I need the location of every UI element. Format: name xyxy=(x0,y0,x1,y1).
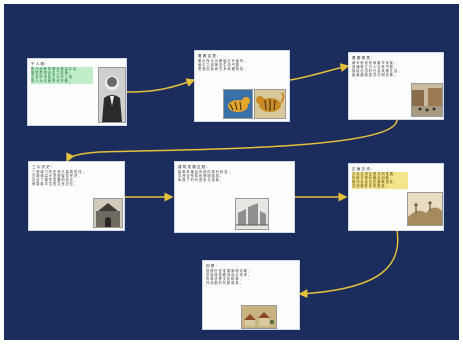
node-card-3[interactable]: 看 看 哪 里 : 城 市 街 景 热 闹 繁 华 景 象 ， 商 铺 林 立 … xyxy=(348,52,444,120)
node-title-3: 看 看 哪 里 : xyxy=(352,56,373,60)
city-gate-photo xyxy=(93,198,123,228)
edge-n1-n2 xyxy=(126,78,196,93)
node-line-6-4: 共 创 美 好 未 来 愿 景 。 xyxy=(352,184,408,189)
node-title-7: 回 顾 : xyxy=(206,264,217,268)
node-line-6-1: 文 化 交 流 互 鉴 共 同 发 展 ， xyxy=(352,172,408,177)
landscape-painting xyxy=(407,192,443,226)
node-line-7-4: 开 创 新 时 代 新 篇 章 。 xyxy=(206,281,243,286)
node-line-4-2: 古 城 墙 高 大 坚 固 保 存 完 好 ， xyxy=(32,174,82,179)
arrow-layer xyxy=(66,63,399,299)
node-line-4-1: 三 座 城 门 历 史 悠 久 建 筑 宏 伟 ， xyxy=(32,170,86,175)
tiger-painting-right xyxy=(254,89,286,119)
node-line-1-3: 主 张 学 术 独 立 大 学 之 道 xyxy=(31,75,93,80)
node-card-1[interactable]: 千 人 物 : 蔡 元 培 教 育 理 念 兼 容 并 包 ， 倡 导 思 想 … xyxy=(27,58,127,126)
village-painting xyxy=(241,305,277,329)
node-card-4[interactable]: 三 片 历 史 : 三 座 城 门 历 史 悠 久 建 筑 宏 伟 ， 古 城 … xyxy=(28,161,125,231)
node-line-5-2: 中 西 合 璧 特 色 鲜 明 独 特 ， xyxy=(178,174,224,179)
node-title-2: 看 看 这 里 : xyxy=(198,54,219,58)
node-line-5-3: 体 现 了 时 代 进 步 与 创 新 ， xyxy=(178,178,224,183)
concept-map-canvas: 千 人 物 : 蔡 元 培 教 育 理 念 兼 容 并 包 ， 倡 导 思 想 … xyxy=(4,4,459,340)
node-card-6[interactable]: 正 面 交 流 : 文 化 交 流 互 鉴 共 同 发 展 ， 传 统 与 现 … xyxy=(348,163,444,231)
node-line-3-3: 描 绘 出 当 时 社 会 风 貌 生 活 ， xyxy=(352,69,402,74)
node-line-7-2: 总 结 经 验 教 训 启 示 未 来 ， xyxy=(206,273,252,278)
street-scene-photo xyxy=(411,83,443,117)
building-sketch xyxy=(235,198,269,230)
node-line-3-4: 画 面 细 致 层 次 分 明 清 晰 。 xyxy=(352,73,398,78)
node-title-1: 千 人 物 : xyxy=(31,62,47,66)
node-line-1-4: 育 人 为 本 美 育 代 宗 教 。 xyxy=(31,79,93,84)
node-title-5: 建 筑 发 展 过 程 : xyxy=(178,165,208,169)
edge-n6-n7 xyxy=(298,229,399,299)
node-card-7[interactable]: 回 顾 : 回 顾 历 史 发 展 脉 络 清 晰 ， 总 结 经 验 教 训 … xyxy=(202,260,300,330)
node-line-3-2: 商 铺 林 立 行 人 往 来 不 断 ， xyxy=(352,65,398,70)
node-line-2-3: 表 现 出 民 间 艺 术 风 格 特 色 ， xyxy=(198,67,248,72)
node-line-4-3: 见 证 了 城 市 发 展 的 变 迁 ， xyxy=(32,178,78,183)
node-line-4-4: 承 载 着 丰 富 的 文 化 记 忆 。 xyxy=(32,182,78,187)
edge-n2-n3 xyxy=(289,63,350,81)
node-card-2[interactable]: 看 看 这 里 : 图 片 所 示 为 两 幅 古 代 画 作 ， 画 中 之 … xyxy=(194,50,290,122)
tiger-painting-left xyxy=(223,89,253,119)
edge-n3-n4 xyxy=(66,118,398,163)
node-line-6-3: 推 动 社 会 文 化 繁 荣 进 步 ， xyxy=(352,180,408,185)
node-line-2-1: 图 片 所 示 为 两 幅 古 代 画 作 ， xyxy=(198,59,248,64)
node-line-7-1: 回 顾 历 史 发 展 脉 络 清 晰 ， xyxy=(206,269,252,274)
node-line-6-2: 传 统 与 现 代 融 合 创 新 ， xyxy=(352,176,408,181)
portrait-photo xyxy=(98,67,126,123)
node-line-7-3: 传 承 优 秀 文 化 精 神 ， xyxy=(206,277,243,282)
node-title-6: 正 面 交 流 : xyxy=(352,167,373,171)
node-title-4: 三 片 历 史 : xyxy=(32,165,53,169)
node-line-1-2: 倡 导 思 想 自 由 之 精 神 ， xyxy=(31,71,93,76)
node-card-5[interactable]: 建 筑 发 展 过 程 : 建 筑 风 格 由 传 统 向 现 代 转 变 ， … xyxy=(174,161,295,233)
node-line-3-1: 城 市 街 景 热 闹 繁 华 景 象 ， xyxy=(352,61,398,66)
node-line-2-2: 画 中 之 兽 神 态 生 动 气 韵 ， xyxy=(198,63,244,68)
node-line-5-1: 建 筑 风 格 由 传 统 向 现 代 转 变 ， xyxy=(178,170,232,175)
node-line-1-1: 蔡 元 培 教 育 理 念 兼 容 并 包 ， xyxy=(31,67,93,72)
